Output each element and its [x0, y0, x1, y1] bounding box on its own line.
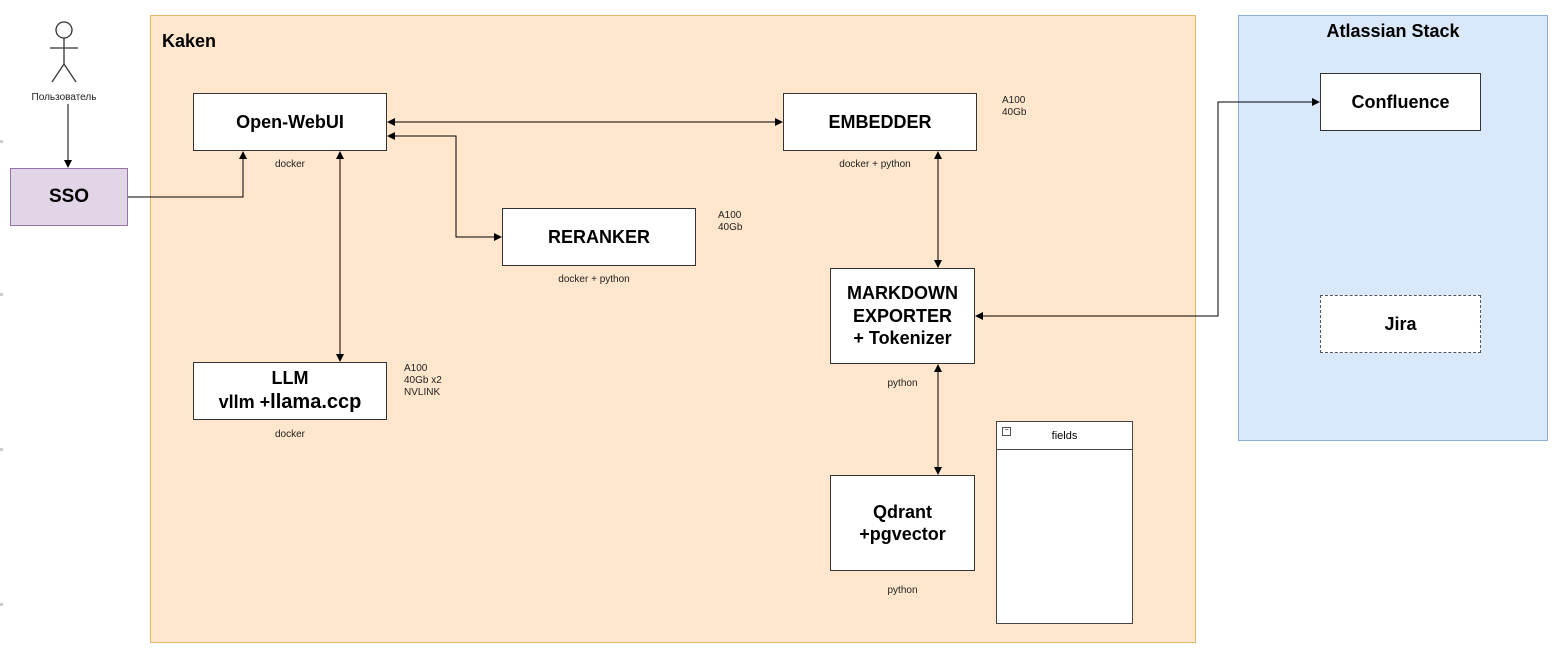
edge-mark: [0, 293, 3, 296]
user-actor-icon[interactable]: [44, 20, 84, 86]
llm-caption: docker: [274, 429, 305, 440]
edge-mark: [0, 140, 3, 143]
open-webui-caption: docker: [274, 159, 305, 170]
markdown-exporter-box[interactable]: MARKDOWN EXPORTER + Tokenizer: [830, 268, 975, 364]
llm-subtitle-part2: llama.ccp: [270, 390, 362, 413]
edge-openwebui-reranker: [387, 132, 502, 241]
fields-header: − fields: [997, 422, 1132, 450]
kaken-title: Kaken: [162, 31, 217, 51]
llm-gpu-note: A100 40Gb x2 NVLINK: [404, 363, 442, 398]
markdown-exporter-caption: python: [887, 378, 918, 389]
embedder-caption: docker + python: [839, 159, 911, 170]
llm-box[interactable]: LLM vllm +llama.ccp: [193, 362, 387, 420]
jira-box[interactable]: Jira: [1320, 295, 1481, 353]
edge-sso-openwebui: [128, 151, 247, 198]
open-webui-box[interactable]: Open-WebUI: [193, 93, 387, 151]
user-actor-label: Пользователь: [31, 92, 97, 103]
fields-title: fields: [1051, 429, 1078, 442]
qdrant-caption: python: [887, 585, 918, 596]
collapse-icon[interactable]: −: [1002, 427, 1011, 436]
reranker-caption: docker + python: [558, 274, 630, 285]
confluence-box[interactable]: Confluence: [1320, 73, 1481, 131]
edge-mark: [0, 603, 3, 606]
llm-title: LLM: [271, 368, 309, 389]
edge-confluence-exporter: [975, 98, 1320, 320]
atlassian-title: Atlassian Stack: [1326, 21, 1460, 41]
fields-container[interactable]: − fields: [996, 421, 1133, 624]
embedder-box[interactable]: EMBEDDER: [783, 93, 977, 151]
reranker-box[interactable]: RERANKER: [502, 208, 696, 266]
qdrant-box[interactable]: Qdrant +pgvector: [830, 475, 975, 571]
llm-subtitle: vllm +llama.ccp: [219, 390, 362, 415]
reranker-gpu-note: A100 40Gb: [718, 210, 743, 233]
llm-subtitle-part1: vllm +: [218, 391, 271, 412]
edge-mark: [0, 448, 3, 451]
sso-box[interactable]: SSO: [10, 168, 128, 226]
